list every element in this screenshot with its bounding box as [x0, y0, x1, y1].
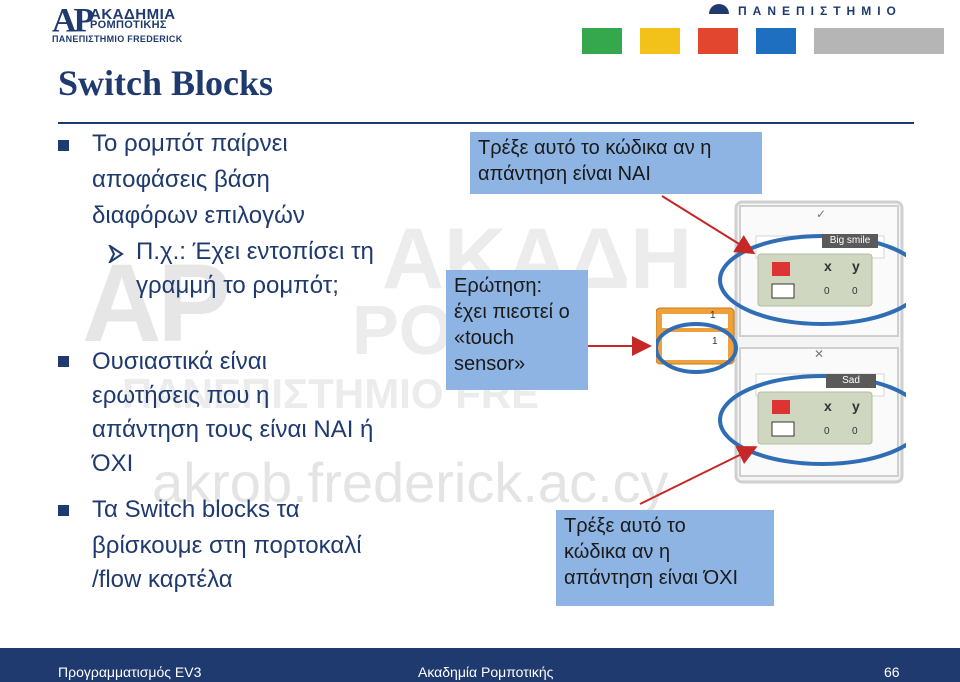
academy-logo: ΑΡ ΑΚΑΔΗΜΙΑ ΡΟΜΠΟΤΙΚΗΣ ΠΑΝΕΠΙΣΤΗΜΙΟ FRED… [52, 2, 212, 45]
bullet-marker [58, 140, 69, 151]
bullet-marker [58, 356, 69, 367]
sensor-port-top: 1 [710, 310, 716, 321]
strip-swatch-yellow [640, 28, 680, 54]
true-case-label: Big smile [822, 234, 878, 248]
callout-no-line-3: απάντηση είναι ΌΧΙ [564, 567, 738, 589]
bullet-2-line-1: Ουσιαστικά είναι [92, 348, 267, 375]
sub-bullet-arrow-icon [108, 245, 124, 263]
watermark-url: akrob.frederick.ac.cy [152, 451, 669, 514]
university-emblem-icon [706, 4, 732, 20]
logo-mark: ΑΡ [52, 2, 94, 39]
bullet-3-line-2: βρίσκουμε στη πορτοκαλί [92, 532, 362, 559]
bullet-2-line-2: ερωτήσεις που η [92, 382, 270, 409]
color-strip [560, 14, 950, 58]
callout-question: Ερώτηση: έχει πιεστεί ο «touch sensor» [446, 270, 588, 390]
bullet-1-line-1: Το ρομπότ παίρνει [92, 130, 288, 157]
bullet-2-line-4: ΌΧΙ [92, 450, 134, 477]
footer-center: Ακαδημία Ρομποτικής [418, 664, 554, 680]
switch-block-graphic: ✓ ✕ [654, 200, 926, 484]
logo-line-3: ΠΑΝΕΠΙΣΤΗΜΙΟ FREDERICK [52, 34, 183, 44]
callout-yes-line-2: απάντηση είναι ΝΑΙ [478, 163, 651, 185]
false-x-label: x [824, 398, 832, 414]
strip-swatch-red [698, 28, 738, 54]
bullet-marker [58, 505, 69, 516]
svg-text:✓: ✓ [816, 207, 826, 221]
bullet-1-line-3: διαφόρων επιλογών [92, 202, 305, 229]
footer-bar [0, 648, 960, 682]
footer-left: Προγραμματισμός EV3 [58, 664, 202, 680]
strip-swatch-green [582, 28, 622, 54]
bullet-3-line-1: Τα Switch blocks τα [92, 496, 300, 523]
strip-swatch-gray [814, 28, 944, 54]
false-y-label: y [852, 398, 860, 414]
ev3-switch-code: ✓ ✕ Big smile Sad x y 0 0 x y 0 0 1 1 [654, 198, 926, 486]
sub-bullet-line-2: γραμμή το ρομπότ; [136, 272, 339, 299]
callout-yes: Τρέξε αυτό το κώδικα αν η απάντηση είναι… [470, 132, 762, 194]
slide-title: Switch Blocks [58, 63, 274, 103]
logo-line-2: ΡΟΜΠΟΤΙΚΗΣ [90, 19, 167, 31]
true-y-value: 0 [852, 286, 858, 297]
title-rule [58, 122, 914, 124]
strip-swatch-blue [756, 28, 796, 54]
callout-no-line-1: Τρέξε αυτό το [564, 515, 686, 537]
true-y-label: y [852, 258, 860, 274]
logo-line-1: ΑΚΑΔΗΜΙΑ [90, 6, 176, 23]
university-wordmark: ΠΑΝΕΠΙΣΤΗΜΙΟ [738, 4, 902, 18]
true-x-label: x [824, 258, 832, 274]
sub-bullet-line-1: Π.χ.: Έχει εντοπίσει τη [136, 238, 374, 265]
false-x-value: 0 [824, 426, 830, 437]
watermark-mark: ΑΡ [82, 242, 231, 365]
false-case-label: Sad [826, 374, 876, 388]
callout-question-line-2: έχει πιεστεί ο [454, 301, 570, 323]
callout-question-line-1: Ερώτηση: [454, 275, 543, 297]
callout-no: Τρέξε αυτό το κώδικα αν η απάντηση είναι… [556, 510, 774, 606]
callout-yes-line-1: Τρέξε αυτό το κώδικα αν η [478, 137, 712, 159]
sensor-port-mid: 1 [712, 336, 718, 347]
false-y-value: 0 [852, 426, 858, 437]
svg-text:✕: ✕ [814, 347, 824, 361]
bullet-1-line-2: αποφάσεις βάση [92, 166, 270, 193]
callout-question-line-4: sensor» [454, 353, 526, 375]
true-x-value: 0 [824, 286, 830, 297]
bullet-2-line-3: απάντηση τους είναι ΝΑΙ ή [92, 416, 374, 443]
callout-no-line-2: κώδικα αν η [564, 541, 671, 563]
bullet-3-line-3: /flow καρτέλα [92, 566, 233, 593]
page-number: 66 [884, 664, 900, 680]
callout-question-line-3: «touch [454, 327, 515, 349]
